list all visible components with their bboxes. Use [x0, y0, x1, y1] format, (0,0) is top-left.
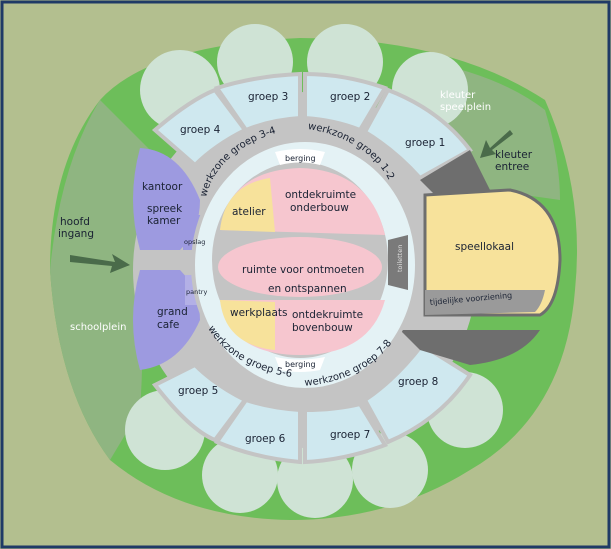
label-atelier: atelier	[232, 206, 266, 218]
room-speellokaal	[423, 188, 562, 317]
room-tijdelijke-voorziening	[425, 290, 545, 315]
label-pantry: pantry	[186, 288, 207, 296]
label-berging-bottom: berging	[285, 360, 316, 369]
label-groep-3: groep 3	[248, 91, 288, 103]
label-kleuter-2: kleuter	[495, 149, 533, 161]
label-groep-7: groep 7	[330, 429, 370, 441]
corridor-south-east	[400, 330, 540, 365]
label-groep-5: groep 5	[178, 385, 218, 397]
room-groep-8	[362, 342, 473, 445]
label-kleuter-1: kleuter	[440, 90, 476, 101]
label-groep-1: groep 1	[405, 137, 445, 149]
arrow-down-left-icon	[480, 130, 513, 158]
label-speelplein: speelplein	[440, 102, 491, 113]
label-berging-top: berging	[285, 154, 316, 163]
classroom-ring	[151, 71, 473, 465]
label-ontmoeten-2: en ontspannen	[268, 283, 347, 295]
label-ingang: ingang	[58, 228, 94, 240]
label-hoofd: hoofd	[60, 216, 90, 228]
label-schoolplein: schoolplein	[70, 322, 126, 333]
label-ontdek-onder-1: ontdekruimte	[285, 189, 356, 201]
label-kamer: kamer	[147, 215, 181, 227]
room-groep-6	[213, 397, 302, 465]
label-spreek: spreek	[147, 203, 183, 215]
room-berging-top	[275, 149, 325, 165]
room-atelier	[220, 178, 275, 232]
label-toiletten: toiletten	[396, 245, 404, 272]
label-opslag: opslag	[184, 238, 205, 246]
label-entree: entree	[495, 161, 529, 173]
corridor-entrance	[420, 150, 490, 200]
label-ontdek-boven-1: ontdekruimte	[292, 309, 363, 321]
label-ontdek-onder-2: onderbouw	[290, 202, 349, 214]
room-groep-2	[303, 71, 388, 133]
room-groep-3	[213, 71, 302, 133]
label-ontmoeten-1: ruimte voor ontmoeten	[242, 264, 364, 276]
room-ruimte-ontmoeten	[218, 237, 382, 297]
label-groep-2: groep 2	[330, 91, 370, 103]
room-groep-5	[151, 362, 249, 443]
label-groep-8: groep 8	[398, 376, 438, 388]
schoolplein-area	[50, 100, 150, 460]
room-grand-cafe	[133, 270, 200, 370]
label-groep-6: groep 6	[245, 433, 286, 445]
room-groep-7	[303, 401, 388, 465]
label-kantoor: kantoor	[142, 181, 183, 193]
room-werkplaats	[220, 300, 275, 350]
label-cafe: cafe	[157, 319, 179, 331]
label-grand: grand	[157, 306, 188, 318]
room-berging-bottom	[275, 357, 325, 372]
label-werkplaats: werkplaats	[230, 307, 287, 319]
label-ontdek-boven-2: bovenbouw	[292, 322, 353, 334]
label-groep-4: groep 4	[180, 124, 221, 136]
room-toiletten	[388, 235, 408, 290]
arrow-right-icon	[70, 254, 130, 273]
label-speellokaal: speellokaal	[455, 241, 514, 253]
